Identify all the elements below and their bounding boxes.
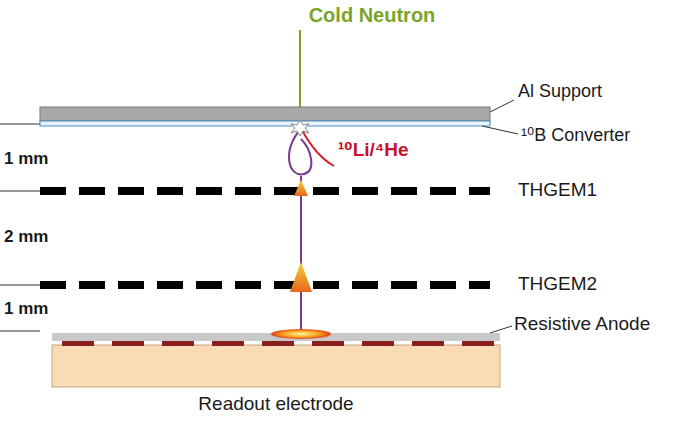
dimension: 2 mm xyxy=(4,228,48,247)
beam-label: Cold Neutron xyxy=(309,4,436,26)
electron-path xyxy=(300,176,302,334)
reaction-products: ¹⁰Li/⁴He xyxy=(338,140,409,161)
part-name: THGEM1 xyxy=(518,180,597,201)
part-name: THGEM2 xyxy=(518,274,597,295)
readout-strip xyxy=(312,341,344,346)
readout-strip xyxy=(262,341,294,346)
avalanche xyxy=(290,262,312,292)
avalanche xyxy=(294,180,308,196)
readout-strips xyxy=(62,341,494,346)
part-name: ¹⁰B Converter xyxy=(521,126,630,146)
readout-board xyxy=(52,345,500,387)
ion-track xyxy=(302,130,334,166)
dimension: 1 mm xyxy=(4,300,48,319)
readout-strip xyxy=(212,341,244,346)
readout-strip xyxy=(412,341,444,346)
al-support-bar xyxy=(40,107,490,121)
part-name: Readout electrode xyxy=(198,394,353,415)
boron-converter-layer xyxy=(40,121,490,126)
readout-strip xyxy=(112,341,144,346)
readout-strip xyxy=(462,341,494,346)
leader-line xyxy=(490,326,512,333)
dimension: 1 mm xyxy=(4,150,48,169)
readout-strip xyxy=(362,341,394,346)
part-name: Resistive Anode xyxy=(514,314,650,335)
charge-spread xyxy=(271,329,331,339)
leader-line xyxy=(490,100,514,112)
capture-burst xyxy=(291,120,309,136)
leader-line xyxy=(482,126,518,134)
thgem1-plate xyxy=(40,187,490,195)
readout-strip xyxy=(162,341,194,346)
thgem2-plate xyxy=(40,281,490,289)
readout-strip xyxy=(62,341,94,346)
part-name: Al Support xyxy=(518,82,602,102)
